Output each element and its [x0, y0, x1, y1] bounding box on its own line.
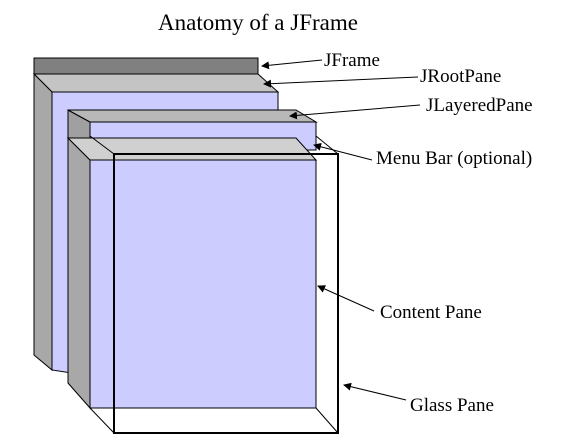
glass-pane-front	[113, 153, 339, 434]
jrootpane-label: JRootPane	[420, 66, 501, 87]
menu-bar-arrow	[313, 142, 373, 161]
glass-pane-arrow	[343, 382, 407, 401]
diagram-title: Anatomy of a JFrame	[158, 10, 358, 35]
jlayeredpane-label: JLayeredPane	[426, 95, 533, 116]
jlayeredpane-arrow	[289, 104, 421, 120]
content-pane-top	[66, 137, 318, 161]
glass-pane-layer	[89, 135, 339, 434]
glass-pane-edge-bottom-right	[315, 407, 339, 434]
callout-arrows	[261, 59, 421, 401]
glass-pane-edge-bottom-left	[89, 407, 115, 434]
content-pane-label: Content Pane	[380, 302, 482, 323]
jframe-layer	[33, 57, 259, 75]
jframe-bar	[33, 57, 259, 75]
menu-bar-top	[67, 109, 318, 123]
glass-pane-label: Glass Pane	[410, 395, 494, 416]
content-pane-arrow	[317, 285, 375, 312]
content-pane-layer	[66, 136, 318, 410]
jrootpane-arrow	[263, 76, 419, 88]
jframe-arrow	[261, 59, 323, 70]
jrootpane-top-strip	[32, 73, 280, 93]
content-pane-face	[89, 159, 317, 409]
glass-pane-edge-top-right	[315, 135, 339, 155]
jframe-label: JFrame	[324, 50, 380, 71]
glass-pane-edge-top-left	[89, 135, 115, 155]
jlayeredpane-side	[33, 72, 53, 372]
menu-bar-label: Menu Bar (optional)	[376, 148, 532, 169]
content-pane-side	[67, 136, 91, 410]
